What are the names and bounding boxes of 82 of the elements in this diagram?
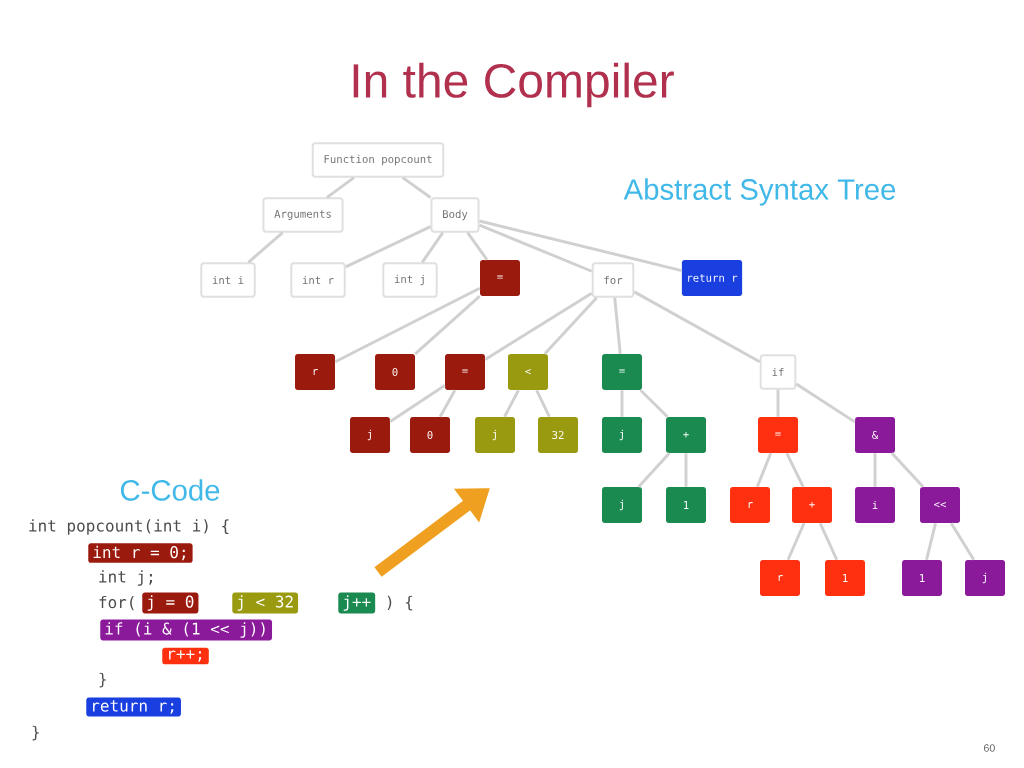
tree-node: int j (382, 262, 438, 298)
tree-edge (639, 389, 669, 418)
code-line: } (32, 725, 39, 741)
tree-edge (414, 295, 481, 355)
tree-node: if (759, 354, 797, 390)
tree-edge (873, 453, 877, 487)
tree-node: j (350, 417, 390, 453)
tree-edge (421, 231, 444, 264)
tree-node: + (666, 417, 706, 453)
tree-edge (479, 219, 682, 272)
highlighted-code: if (i & (1 << j)) (100, 619, 273, 641)
tree-node: j (965, 560, 1005, 596)
tree-edge (326, 176, 355, 199)
tree-edge (684, 453, 688, 487)
code-line: for( (99, 595, 134, 611)
highlighted-code: j < 32 (232, 592, 299, 614)
tree-edge (613, 297, 622, 354)
tree-node: return r (681, 260, 743, 296)
tree-node: + (792, 487, 832, 523)
highlighted-code: j++ (338, 592, 376, 614)
highlighted-code: r++; (162, 647, 209, 665)
tree-edge (795, 382, 856, 424)
tree-edge (620, 390, 624, 417)
tree-edge (247, 231, 284, 264)
tree-edge (389, 384, 446, 423)
tree-node: 0 (375, 354, 415, 390)
tree-node: int r (290, 262, 346, 298)
tree-edge (925, 522, 937, 561)
tree-node: 1 (902, 560, 942, 596)
tree-node: Function popcount (311, 142, 445, 178)
tree-node: << (920, 487, 960, 523)
highlighted-code: return r; (86, 697, 181, 717)
tree-node: = (758, 417, 798, 453)
tree-node: int i (200, 262, 256, 298)
highlighted-code: j = 0 (142, 592, 199, 614)
tree-node: j (602, 487, 642, 523)
tree-edge (401, 176, 432, 199)
tree-node: 1 (825, 560, 865, 596)
tree-edge (786, 522, 806, 561)
section-heading: Abstract Syntax Tree (623, 178, 896, 206)
tree-edge (633, 290, 761, 364)
tree-node: = (602, 354, 642, 390)
code-line: ) { (387, 595, 413, 611)
tree-node: & (855, 417, 895, 453)
tree-edge (345, 225, 432, 269)
code-line: int j; (99, 570, 152, 586)
code-line: } (99, 672, 106, 688)
tree-edge (334, 287, 481, 363)
tree-node: = (480, 260, 520, 296)
tree-node: Arguments (262, 197, 344, 233)
tree-edge (503, 389, 520, 418)
tree-node: Body (430, 197, 480, 233)
tree-edge (755, 452, 773, 488)
tree-edge (818, 522, 839, 561)
section-heading: C-Code (120, 479, 220, 501)
highlighted-code: int r = 0; (88, 543, 193, 563)
tree-edge (438, 389, 457, 418)
tree-node: < (508, 354, 548, 390)
tree-edge (478, 223, 593, 273)
tree-edge (950, 522, 975, 561)
tree-node: for (591, 262, 635, 298)
tree-edge (890, 452, 925, 488)
tree-edge (637, 452, 671, 488)
tree-node: j (475, 417, 515, 453)
tree-node: i (855, 487, 895, 523)
tree-edge (776, 389, 780, 417)
tree-node: = (445, 354, 485, 390)
tree-node: 0 (410, 417, 450, 453)
tree-edge (535, 389, 551, 418)
tree-node: r (730, 487, 770, 523)
tree-edge (785, 452, 805, 488)
code-line: int popcount(int i) { (29, 519, 229, 535)
slide-title: In the Compiler (353, 62, 674, 108)
page-number: 60 (984, 744, 995, 752)
tree-edge (484, 292, 593, 361)
tree-node: j (602, 417, 642, 453)
tree-node: r (295, 354, 335, 390)
tree-edge (466, 231, 489, 261)
tree-node: 1 (666, 487, 706, 523)
tree-edge (543, 296, 598, 355)
tree-node: r (760, 560, 800, 596)
tree-node: 32 (538, 417, 578, 453)
